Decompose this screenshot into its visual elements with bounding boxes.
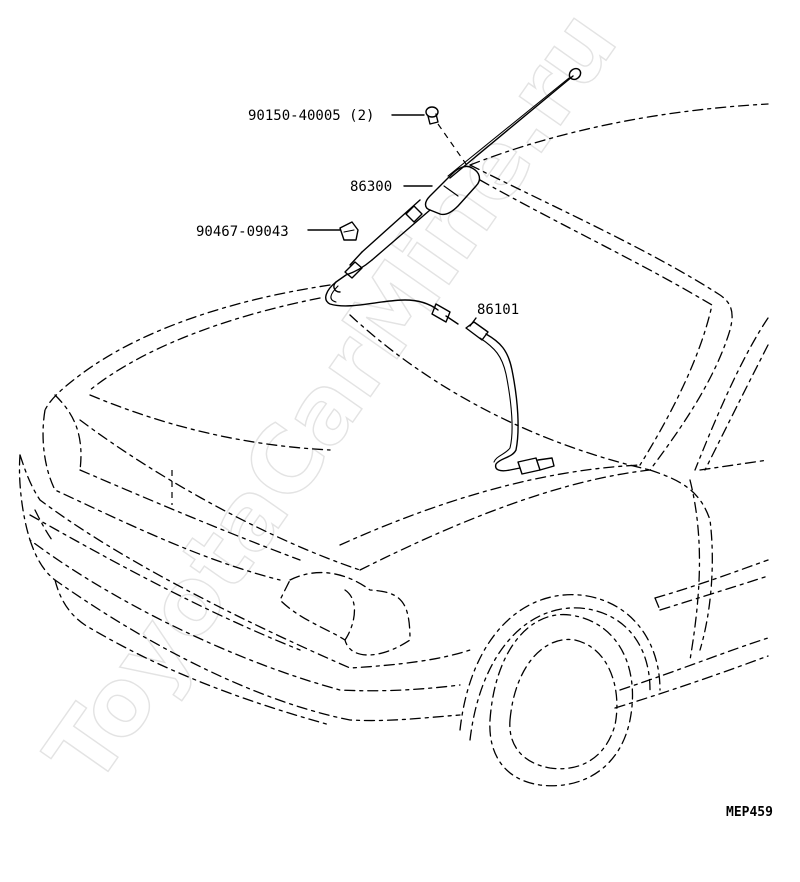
clip-part [339, 221, 359, 241]
leader-lines [307, 114, 477, 327]
label-screw-90150-40005: 90150-40005 (2) [248, 108, 374, 124]
label-antenna-86300: 86300 [350, 179, 392, 195]
antenna-mast [325, 67, 582, 325]
car-body-outline [18, 103, 769, 787]
label-cable-86101: 86101 [477, 302, 519, 318]
diagram-code: MEP459 [726, 805, 773, 820]
antenna-cable [465, 321, 555, 475]
screw-part [425, 106, 467, 165]
label-clip-90467-09043: 90467-09043 [196, 224, 289, 240]
